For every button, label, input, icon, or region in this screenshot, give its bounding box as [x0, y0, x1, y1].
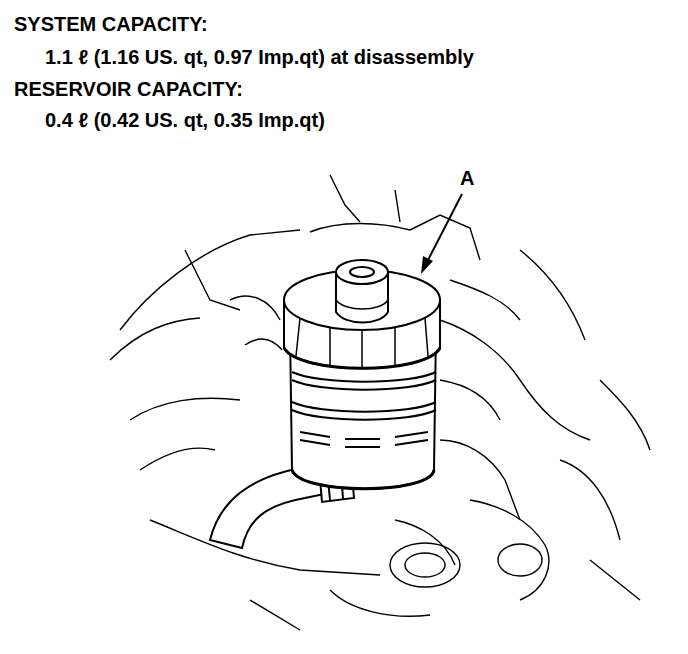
leader-line: [421, 194, 462, 274]
capacity-value: 1.1 ℓ (1.16 US. qt, 0.97 Imp.qt) at disa…: [45, 45, 474, 69]
callout-letter: A: [460, 166, 474, 190]
engine-background: [110, 175, 650, 630]
capacity-heading: SYSTEM CAPACITY:: [14, 12, 208, 36]
capacity-value: 0.4 ℓ (0.42 US. qt, 0.35 Imp.qt): [45, 108, 325, 132]
reservoir-cap: [284, 260, 440, 368]
capacity-heading: RESERVOIR CAPACITY:: [14, 77, 243, 101]
